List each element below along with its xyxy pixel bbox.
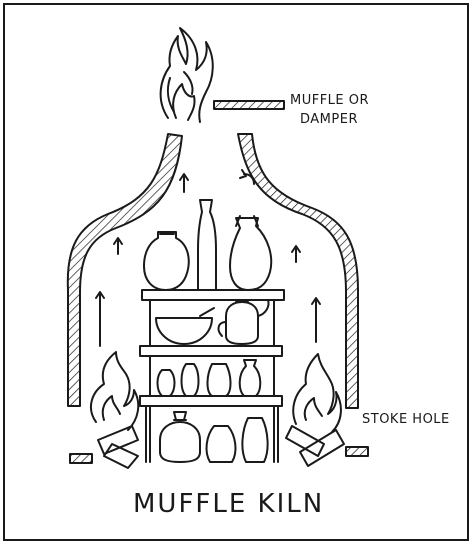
- damper-plate: [213, 100, 285, 110]
- top-shelf-pots: [143, 199, 273, 291]
- floor-right: [345, 446, 369, 457]
- stoke-hole-label: STOKE HOLE: [362, 412, 450, 427]
- lower-shelf-pots: [156, 359, 262, 397]
- left-fire: [89, 351, 140, 469]
- right-kiln-wall: [237, 133, 359, 409]
- bottom-shelf-pots: [159, 411, 269, 463]
- middle-shelf-pots: [155, 299, 270, 345]
- chimney-flames: [159, 27, 214, 123]
- left-kiln-wall: [66, 133, 183, 407]
- heat-arrows: [95, 169, 321, 347]
- muffle-label-line1: MUFFLE OR: [290, 93, 370, 108]
- floor-left: [69, 453, 93, 464]
- kiln-shelves: [139, 289, 285, 463]
- diagram-title: MUFFLE KILN: [133, 489, 325, 519]
- border-frame: [3, 3, 469, 541]
- muffle-label-line2: DAMPER: [300, 112, 358, 127]
- right-fire: [285, 353, 345, 467]
